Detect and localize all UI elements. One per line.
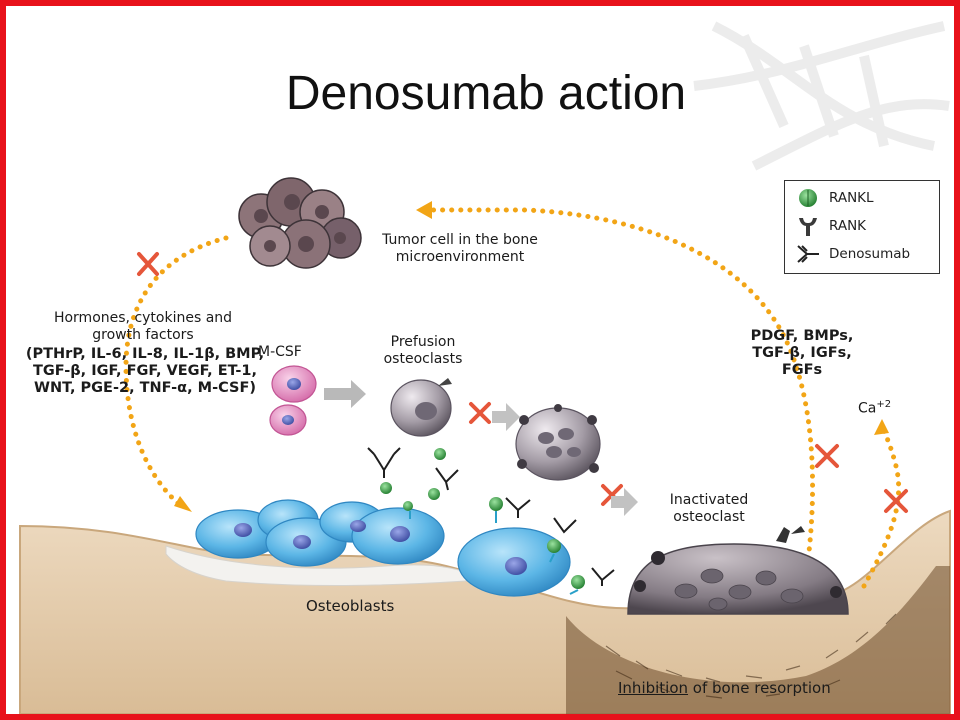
label-tumor-cell: Tumor cell in the bone microenvironment — [360, 232, 560, 266]
label-inhibition-word: Inhibition — [618, 679, 689, 697]
slide-title: Denosumab action — [285, 67, 687, 120]
legend-label-rank: RANK — [829, 218, 867, 234]
dna-watermark-icon — [693, 21, 950, 171]
label-tumor-cell-line-2: microenvironment — [395, 249, 525, 265]
osteoblast-cells — [195, 499, 571, 597]
label-prefusion-line-1: Prefusion — [390, 334, 456, 350]
arrow-mcsf-to-prefusion — [324, 380, 366, 408]
label-growth-factors-right: PDGF, BMPs, TGF-β, IGFs, FGFs — [732, 328, 872, 379]
label-factors-list: (PTHrP, IL-6, IL-8, IL-1β, BMP, TGF-β, I… — [14, 346, 276, 397]
arrowhead-calcium — [874, 419, 889, 435]
tumor-cells — [238, 177, 362, 269]
prefusion-osteoclast — [390, 378, 452, 437]
denosumab-icon — [797, 245, 819, 263]
rankl-icon — [799, 189, 817, 207]
label-inactivated-line-2: osteoclast — [673, 509, 745, 525]
arrow-fusion — [492, 403, 520, 431]
arrow-resorption-to-tumor — [423, 207, 816, 579]
label-growth-line-3: FGFs — [781, 362, 823, 378]
block-x-calcium — [884, 489, 908, 513]
label-inhibition: Inhibition of bone resorption — [618, 680, 831, 697]
block-x-growth-factors — [815, 444, 839, 468]
osteoblast-nuclei — [234, 520, 527, 575]
legend-box: RANKL RANK Denosumab — [784, 180, 940, 274]
legend-item-rankl: RANKL — [793, 185, 938, 211]
label-prefusion-line-2: osteoclasts — [383, 351, 463, 367]
block-x-fusion — [469, 402, 491, 424]
label-hormones-line-2: growth factors — [92, 327, 194, 343]
resorption-pit — [566, 566, 950, 714]
label-mcsf: M-CSF — [258, 344, 302, 360]
arrow-calcium — [861, 423, 902, 589]
legend-item-denosumab: Denosumab — [793, 241, 938, 267]
fused-osteoclast — [515, 404, 601, 481]
arrowhead-osteoblasts — [174, 496, 192, 512]
mcsf-cells — [269, 365, 317, 436]
label-calcium-charge: +2 — [876, 399, 892, 410]
arrowhead-tumor — [416, 201, 432, 219]
label-growth-line-2: TGF-β, IGFs, — [752, 345, 852, 361]
label-growth-line-1: PDGF, BMPs, — [750, 328, 854, 344]
label-osteoblasts: Osteoblasts — [306, 597, 395, 615]
legend-label-rankl: RANKL — [829, 190, 874, 206]
label-calcium-text: Ca — [858, 400, 877, 417]
label-factors-line-2: TGF-β, IGF, FGF, VEGF, ET-1, — [32, 363, 257, 379]
legend-item-rank: RANK — [793, 213, 938, 239]
label-inactivated-line-1: Inactivated — [669, 492, 749, 508]
denosumab-diagram — [19, 177, 951, 714]
label-factors-line-3: WNT, PGE-2, TNF-α, M-CSF) — [34, 380, 256, 396]
rank-icon — [799, 218, 817, 236]
arrow-activation — [611, 488, 638, 516]
label-hormones: Hormones, cytokines and growth factors — [28, 310, 258, 344]
label-hormones-line-1: Hormones, cytokines and — [53, 310, 233, 326]
label-tumor-cell-line-1: Tumor cell in the bone — [382, 232, 538, 248]
label-inactivated: Inactivated osteoclast — [654, 492, 764, 526]
block-x-hormones — [137, 252, 159, 276]
label-inhibition-rest: of bone resorption — [688, 679, 831, 697]
label-factors-line-1: (PTHrP, IL-6, IL-8, IL-1β, BMP, — [25, 346, 265, 362]
inactivated-osteoclast — [627, 526, 849, 615]
label-prefusion: Prefusion osteoclasts — [368, 334, 478, 368]
label-calcium: Ca+2 — [858, 396, 891, 418]
denosumab-rankl-complexes — [367, 447, 615, 595]
legend-label-denosumab: Denosumab — [829, 246, 911, 262]
